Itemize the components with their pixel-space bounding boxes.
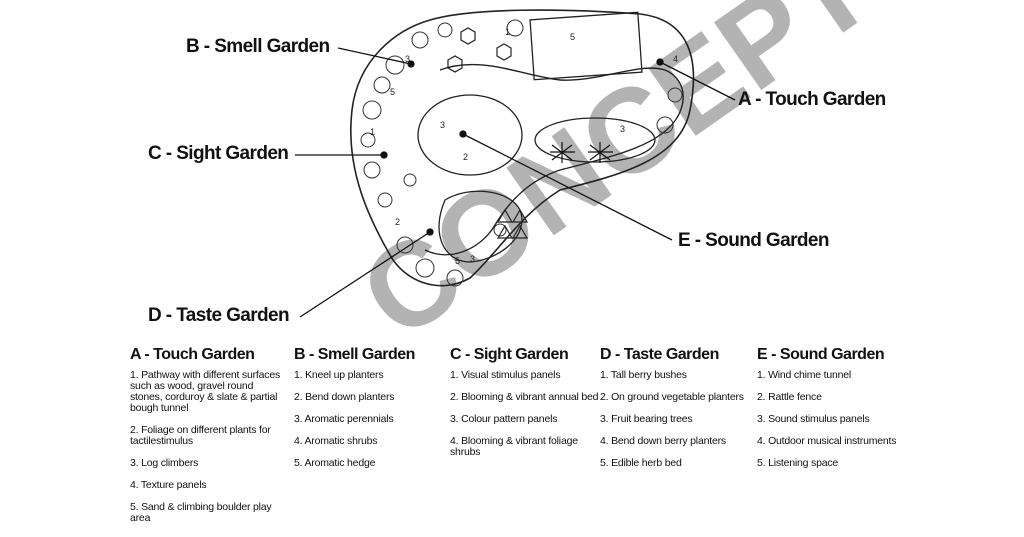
svg-text:1: 1 bbox=[505, 27, 510, 37]
svg-text:4: 4 bbox=[673, 54, 678, 64]
legend-item: 2. Bend down planters bbox=[294, 391, 395, 403]
taste-garden-bed bbox=[438, 190, 523, 263]
legend-item: 3. Colour pattern panels bbox=[450, 413, 558, 425]
legend-title: C - Sight Garden bbox=[450, 346, 569, 363]
colour-pattern-panels bbox=[496, 208, 529, 239]
sand-play-area bbox=[529, 11, 643, 81]
svg-text:3: 3 bbox=[470, 254, 475, 264]
callout-touch-garden: A - Touch Garden bbox=[738, 89, 886, 110]
legend-item: 3. Fruit bearing trees bbox=[600, 413, 693, 425]
legend-item: 4. Outdoor musical instruments bbox=[757, 435, 897, 447]
legend-item: 1. Wind chime tunnel bbox=[757, 369, 852, 381]
callout-sight-garden: C - Sight Garden bbox=[148, 143, 289, 164]
callout-taste-garden: D - Taste Garden bbox=[148, 305, 290, 326]
legend-item: 1. Pathway with different surfaces such … bbox=[130, 369, 281, 414]
legend-item: 4. Aromatic shrubs bbox=[294, 435, 378, 447]
kneel-up-planters bbox=[447, 27, 512, 73]
svg-text:2: 2 bbox=[463, 152, 468, 162]
svg-text:5: 5 bbox=[390, 87, 395, 97]
legend-item: 3. Aromatic perennials bbox=[294, 413, 394, 425]
svg-text:5: 5 bbox=[570, 32, 575, 42]
legend-title: D - Taste Garden bbox=[600, 346, 719, 363]
legend-item: 3. Log climbers bbox=[130, 457, 199, 469]
legend-item: 4. Blooming & vibrant foliage shrubs bbox=[450, 435, 578, 458]
legend-item: 5. Edible herb bed bbox=[600, 457, 682, 469]
legend-title: B - Smell Garden bbox=[294, 346, 415, 363]
svg-text:3: 3 bbox=[440, 120, 445, 130]
legend-taste-garden: D - Taste Garden 1. Tall berry bushes 2.… bbox=[600, 346, 750, 480]
watermark: CONCEPT bbox=[338, 0, 895, 340]
legend-item: 2. Rattle fence bbox=[757, 391, 822, 403]
shrub-cluster bbox=[360, 19, 683, 287]
legend-item: 5. Listening space bbox=[757, 457, 839, 469]
legend-item: 4. Bend down berry planters bbox=[600, 435, 726, 447]
legend-item: 2. On ground vegetable planters bbox=[600, 391, 744, 403]
svg-text:5: 5 bbox=[455, 256, 460, 266]
legend-smell-garden: B - Smell Garden 1. Kneel up planters 2.… bbox=[294, 346, 444, 480]
touch-garden-bed bbox=[534, 117, 656, 163]
sound-instruments bbox=[550, 142, 613, 163]
site-boundary bbox=[350, 9, 695, 287]
legend-item: 1. Kneel up planters bbox=[294, 369, 384, 381]
callout-sound-garden: E - Sound Garden bbox=[678, 230, 829, 251]
legend-touch-garden: A - Touch Garden 1. Pathway with differe… bbox=[130, 346, 280, 535]
svg-text:2: 2 bbox=[395, 217, 400, 227]
legend-sight-garden: C - Sight Garden 1. Visual stimulus pane… bbox=[450, 346, 600, 469]
legend-item: 4. Texture panels bbox=[130, 479, 207, 491]
legend-item: 1. Visual stimulus panels bbox=[450, 369, 561, 381]
legend-item: 2. Foliage on different plants for tacti… bbox=[130, 424, 271, 447]
legend-item: 1. Tall berry bushes bbox=[600, 369, 687, 381]
svg-text:1: 1 bbox=[370, 127, 375, 137]
svg-text:3: 3 bbox=[405, 54, 410, 64]
legend-item: 5. Sand & climbing boulder play area bbox=[130, 501, 272, 524]
callout-leaders bbox=[295, 47, 736, 318]
legend-title: A - Touch Garden bbox=[130, 346, 255, 363]
legend-item: 5. Aromatic hedge bbox=[294, 457, 376, 469]
legend-item: 2. Blooming & vibrant annual bed bbox=[450, 391, 599, 403]
svg-text:3: 3 bbox=[620, 124, 625, 134]
legend-sound-garden: E - Sound Garden 1. Wind chime tunnel 2.… bbox=[757, 346, 907, 480]
legend-item: 3. Sound stimulus panels bbox=[757, 413, 870, 425]
pathway bbox=[424, 63, 684, 256]
legend-title: E - Sound Garden bbox=[757, 346, 885, 363]
callout-smell-garden: B - Smell Garden bbox=[186, 36, 330, 57]
sight-garden-bed bbox=[417, 94, 523, 176]
